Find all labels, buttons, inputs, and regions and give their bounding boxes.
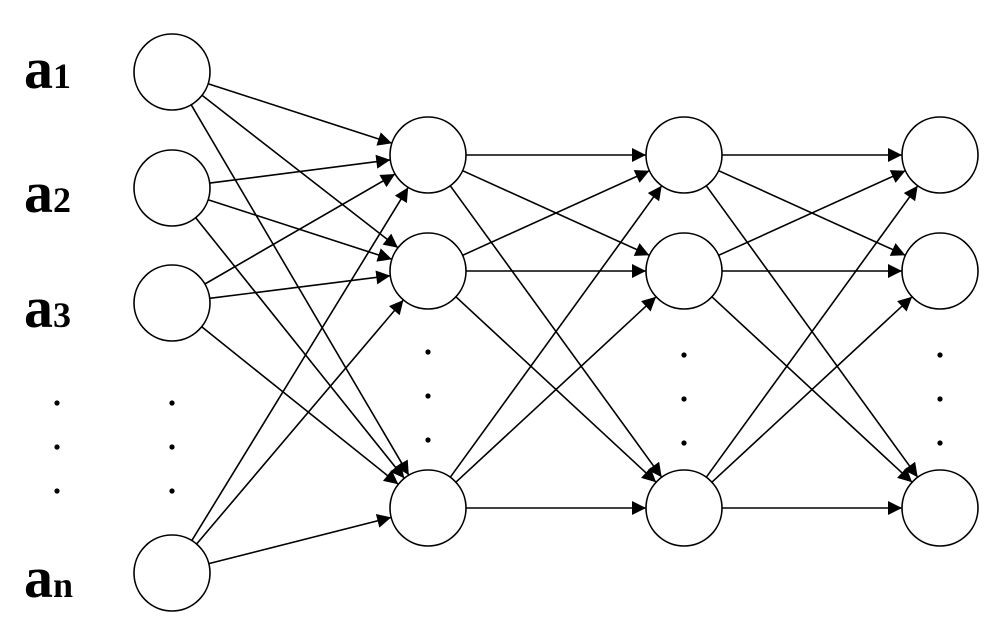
connection-arrow-l1-2-to-3 — [195, 217, 405, 479]
node-layer2-1 — [389, 116, 467, 194]
input-label-3: a3 — [24, 275, 71, 340]
node-layer1-2 — [133, 149, 211, 227]
hidden-layer-2-ellipsis-dot-3 — [681, 440, 687, 446]
connection-arrow-l1-3-to-3 — [201, 326, 399, 485]
input-label-n: an — [24, 545, 73, 610]
label-ellipsis-dot-1 — [54, 400, 60, 406]
connection-arrow-l2-2-to-1 — [462, 169, 650, 257]
connection-arrow-l1-4-to-2 — [195, 299, 405, 545]
input-layer-ellipsis-dot-2 — [169, 444, 175, 450]
output-layer-ellipsis-dot-3 — [937, 440, 943, 446]
input-labels: a1 a2 a3 an — [24, 36, 73, 610]
node-layer3-1 — [645, 116, 723, 194]
node-layer2-3 — [389, 469, 467, 547]
connection-arrow-l1-3-to-2 — [209, 270, 391, 300]
label-ellipsis-dot-2 — [54, 444, 60, 450]
label-ellipsis-dot-3 — [54, 488, 60, 494]
node-layer3-2 — [645, 232, 723, 310]
connection-arrow-l1-1-to-1 — [207, 82, 393, 146]
hidden-layer-2-ellipsis-dot-2 — [681, 396, 687, 402]
node-layer1-4 — [133, 534, 211, 612]
connection-arrow-l2-3-to-2 — [455, 296, 657, 483]
connection-arrow-l3-3-to-2 — [711, 296, 913, 483]
connection-arrow-l1-3-to-1 — [204, 173, 396, 285]
node-layer3-3 — [645, 469, 723, 547]
input-label-2: a2 — [24, 160, 71, 225]
hidden-layer-1-ellipsis-dot-1 — [425, 349, 431, 355]
hidden-layer-1-ellipsis-dot-2 — [425, 393, 431, 399]
connection-arrow-l1-2-to-1 — [209, 154, 391, 184]
node-layer1-3 — [133, 264, 211, 342]
node-layer2-2 — [389, 232, 467, 310]
connection-arrow-l3-2-to-1 — [718, 169, 906, 257]
node-layer1-1 — [133, 33, 211, 111]
output-layer-ellipsis-dot-2 — [937, 396, 943, 402]
connections — [190, 82, 919, 565]
ellipsis-dots — [54, 349, 943, 494]
node-layer4-2 — [901, 232, 979, 310]
input-label-1: a1 — [24, 36, 71, 101]
input-layer-ellipsis-dot-1 — [169, 400, 175, 406]
input-layer-ellipsis-dot-3 — [169, 488, 175, 494]
node-layer4-3 — [901, 469, 979, 547]
hidden-layer-2-ellipsis-dot-1 — [681, 352, 687, 358]
connection-arrow-l1-1-to-3 — [190, 104, 410, 476]
nodes — [133, 33, 979, 612]
hidden-layer-1-ellipsis-dot-3 — [425, 437, 431, 443]
connection-arrow-l3-3-to-1 — [705, 185, 919, 478]
connection-arrow-l2-3-to-1 — [449, 185, 663, 478]
connection-arrow-l1-4-to-1 — [191, 186, 409, 542]
output-layer-ellipsis-dot-1 — [937, 352, 943, 358]
node-layer4-1 — [901, 116, 979, 194]
connection-arrow-l1-4-to-3 — [208, 514, 392, 565]
